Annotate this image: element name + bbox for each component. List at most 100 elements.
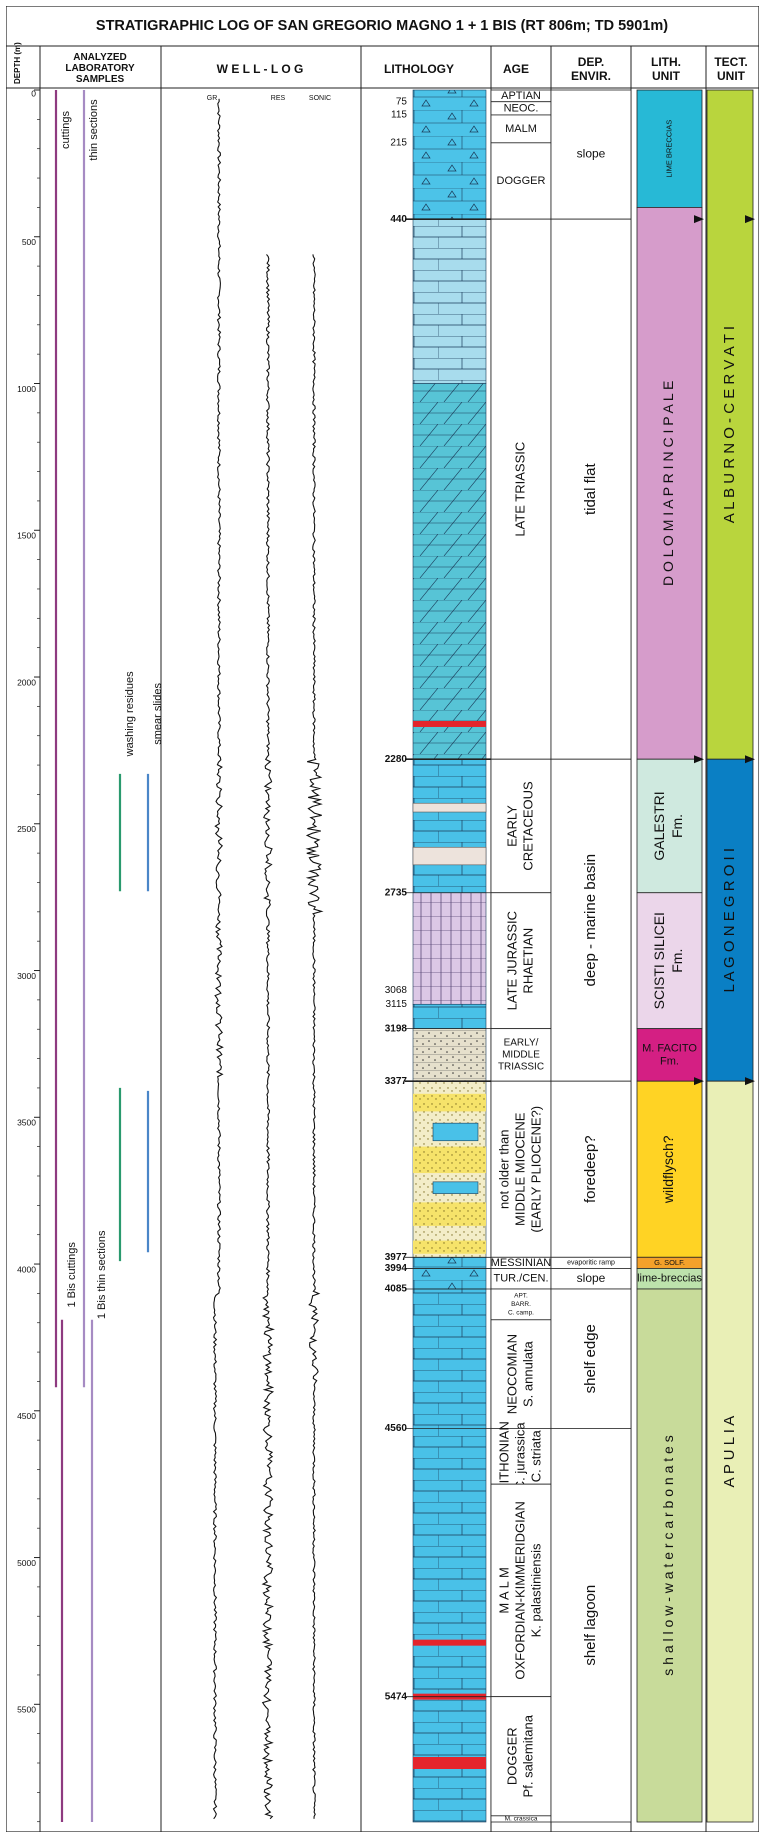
log-frame — [6, 6, 759, 1832]
environment-label: shelf edge — [582, 1324, 599, 1393]
age-label: LATE JURASSIC — [504, 911, 519, 1010]
lithological-unit-label: LIME BRECCIAS — [664, 120, 673, 178]
age-label: RHAETIAN — [520, 928, 535, 994]
lithology-depth-label: 215 — [390, 137, 407, 148]
environment-interval — [550, 1080, 632, 1258]
lithology-depth-label: 4085 — [385, 1284, 408, 1295]
log-curve-label: RES — [271, 95, 286, 102]
environment-label: slope — [577, 1271, 606, 1285]
age-label: M. crassica — [505, 1816, 538, 1823]
lithology-pattern — [412, 89, 487, 220]
lithological-unit-label: wildflysch? — [660, 1135, 676, 1204]
age-label: MIDDLE MIOCENE — [512, 1112, 527, 1226]
lithology-depth-label: 3198 — [385, 1023, 408, 1034]
lithological-unit-label: lime-breccias — [637, 1273, 702, 1285]
red-marker-bed — [413, 1639, 486, 1646]
environment-interval — [550, 1288, 632, 1429]
lithology-pattern — [412, 383, 487, 760]
log-curve-label: SONIC — [309, 95, 331, 102]
lithological-unit — [636, 758, 703, 894]
header-lithology: LITHOLOGY — [384, 62, 454, 76]
shale-band — [412, 802, 487, 813]
header-lithunit-2: UNIT — [652, 69, 681, 83]
header-welllog: W E L L - L O G — [217, 62, 304, 76]
age-label: CRETACEOUS — [520, 781, 535, 871]
depth-tick-label: 4000 — [17, 1264, 36, 1274]
lithology-depth-label: 115 — [391, 110, 407, 121]
age-label: DOGGER — [497, 175, 546, 187]
lithology-depth-label: 3377 — [385, 1076, 408, 1087]
environment-interval — [550, 89, 632, 220]
depth-tick-label: 2500 — [17, 824, 36, 834]
lithology-depth-label: 3994 — [385, 1263, 408, 1274]
depth-tick-label: 3000 — [17, 971, 36, 981]
tectonic-unit-column: A L B U R N O - C E R V A T IL A G O N E… — [694, 89, 755, 1823]
lithology-depth-label: 3977 — [385, 1252, 408, 1263]
lithological-unit — [636, 892, 703, 1030]
flysch-sand-pattern — [413, 1202, 486, 1226]
age-label: C. camp. — [508, 1310, 534, 1317]
age-interval — [490, 1319, 552, 1429]
lithological-unit-label: D O L O M I A P R I N C I P A L E — [660, 381, 676, 586]
age-label: Pf. salemitana — [520, 1714, 535, 1797]
header-samples-1: ANALYZED — [73, 52, 127, 63]
lithology-depth-label: 2735 — [385, 887, 408, 898]
environment-interval — [550, 218, 632, 760]
age-label: MIDDLE — [502, 1050, 540, 1061]
thrust-arrow — [694, 215, 704, 224]
lithology-pattern — [412, 1288, 487, 1823]
depth-axis: 0500100015002000250030003500400045005000… — [17, 88, 40, 1823]
sample-label: smear slides — [152, 683, 164, 745]
lithology-depth-label: 5474 — [385, 1691, 408, 1702]
age-interval — [490, 1028, 552, 1082]
header-lithunit-1: LITH. — [651, 55, 681, 69]
log-title: STRATIGRAPHIC LOG OF SAN GREGORIO MAGNO … — [96, 18, 668, 34]
header-tectunit-1: TECT. — [714, 55, 747, 69]
age-label: MALM — [505, 123, 537, 135]
lithological-unit — [636, 1288, 703, 1823]
header-samples-3: SAMPLES — [76, 74, 125, 85]
age-interval — [490, 1428, 552, 1485]
lithological-unit-label: Fm. — [669, 949, 685, 973]
thrust-arrow — [745, 1077, 755, 1086]
age-label: K. palastiniensis — [528, 1543, 543, 1637]
lithology-pattern — [412, 218, 487, 384]
shale-band — [412, 846, 487, 866]
age-interval — [490, 758, 552, 894]
flysch-sand-pattern — [413, 1240, 486, 1254]
sample-label: 1 Bis thin sections — [96, 1230, 108, 1319]
sample-label: 1 Bis cuttings — [66, 1242, 78, 1308]
lithological-unit — [636, 207, 703, 760]
age-label: OXFORDIAN-KIMMERIDGIAN — [512, 1501, 527, 1679]
flysch-sand-pattern — [413, 1146, 486, 1174]
tectonic-unit — [706, 1080, 754, 1823]
lithological-unit — [636, 1080, 703, 1258]
sample-label: cuttings — [60, 111, 72, 149]
age-interval — [490, 114, 552, 144]
red-marker-bed — [413, 720, 486, 727]
lithological-unit-label: Fm. — [660, 1055, 679, 1067]
header-tectunit-2: UNIT — [717, 69, 746, 83]
lithology-pattern — [412, 1028, 487, 1082]
lithological-unit-label: SCISTI SILICEI — [651, 912, 667, 1009]
sonic-curve — [305, 254, 324, 1819]
age-label: EARLY/ — [504, 1038, 539, 1049]
lithological-unit-column: LIME BRECCIAS D O L O M I A P R I N C I P… — [636, 89, 703, 1823]
age-interval — [490, 1288, 552, 1321]
environment-label: deep - marine basin — [582, 854, 599, 987]
environment-label: slope — [577, 147, 606, 161]
age-label: C. striata — [528, 1430, 543, 1483]
age-interval — [490, 1080, 552, 1258]
header-depenv-1: DEP. — [578, 55, 604, 69]
depth-tick-label: 3500 — [17, 1118, 36, 1128]
flysch-limestone-block — [432, 1181, 479, 1194]
lithology-pattern — [412, 1256, 487, 1290]
lithology-depth-label: 3115 — [385, 999, 407, 1010]
age-label: DOGGER — [504, 1727, 519, 1785]
lithological-unit — [636, 89, 703, 208]
tectonic-unit-label: A P U L I A — [721, 1416, 738, 1488]
flysch-sand-pattern — [413, 1093, 486, 1112]
